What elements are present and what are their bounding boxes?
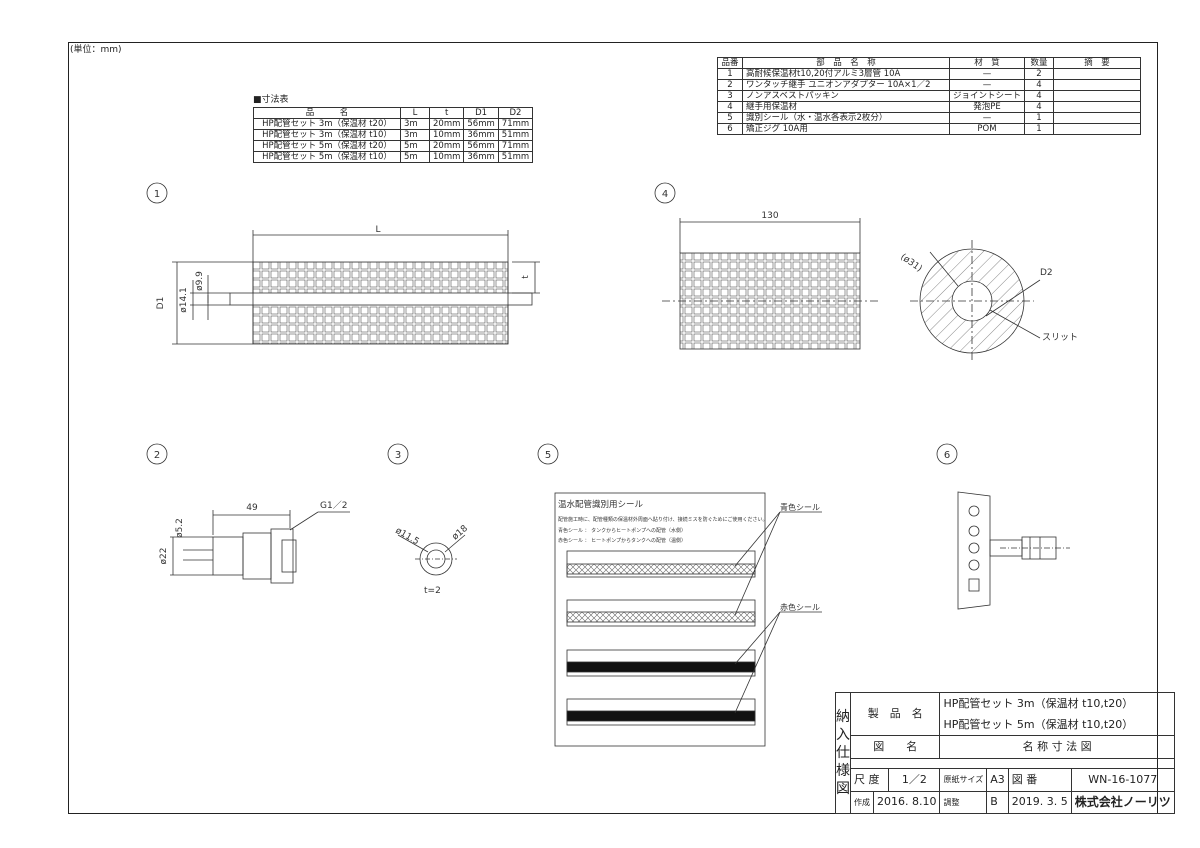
revision-date: 2019. 3. 5 [1007,790,1072,815]
paper-size-value: A3 [986,768,1009,792]
view-1-number: 1 [154,189,160,200]
drawing-name: 名 称 寸 法 図 [939,735,1175,759]
view-5-title: 温水配管識別用シール [558,499,644,510]
view-3-packing [397,534,466,576]
drawing-number: WN-16-1077 [1070,768,1175,792]
created-date: 2016. 8.10 [872,790,941,815]
dim-table-cell: 51mm [497,151,534,163]
view-5-blue-label: 青色シール [780,502,820,512]
drawing-number-label: 図 番 [1007,768,1072,792]
dim-table-cell: HP配管セット 5m（保温材 t10） [253,151,401,163]
created-label: 作成 [850,790,874,815]
view-2-thread-label: G1／2 [320,500,347,511]
view-6-number: 6 [944,450,950,461]
unit-label: (単位：mm) [70,45,122,55]
drawing-frame [68,42,1158,814]
view-4-slit-label: スリット [1042,333,1078,343]
view-1-L-label: L [375,225,380,235]
view-1-d99-label: ø9.9 [195,271,205,291]
view-1-t-label: t [521,275,531,279]
dim-table-cell: 71mm [497,118,534,130]
title-block-side: 納入仕様図 [835,692,851,814]
view-5-red-label: 赤色シール [780,602,820,612]
view-5-note-2: 青色シール ： タンクからヒートポンプへの配管（水側） [558,527,686,534]
view-3-d115-label: ø11.5 [394,526,421,547]
product-name-1: HP配管セット 3m（保温材 t10,t20） [939,692,1175,715]
view-1-d14-label: ø14.1 [179,287,189,313]
view-2-adapter [170,510,350,584]
drawing-name-label: 図 名 [849,735,941,759]
revision-label: 調整 [939,790,988,815]
title-block: 納入仕様図 製 品 名 HP配管セット 3m（保温材 t10,t20） HP配管… [835,691,1175,815]
view-4-length-label: 130 [761,211,778,221]
view-3-t-label: t=2 [424,586,441,596]
view-4-number: 4 [662,189,668,200]
dim-table-title: ■寸法表 [253,95,289,105]
view-4-d31-label: (ø31) [898,252,923,274]
view-6-jig [957,491,1070,610]
product-name-2: HP配管セット 5m（保温材 t10,t20） [939,714,1175,737]
parts-table-cell: 矯正ジグ 10A用 [742,123,950,135]
view-2-number: 2 [154,450,160,461]
company-name: 株式会社ノーリツ [1070,790,1175,815]
view-2-d22-label: ø22 [159,548,169,565]
view-1-D1-label: D1 [156,297,166,310]
view-5-number: 5 [545,450,551,461]
dim-table-cell: 5m [400,151,430,163]
view-2-length-label: 49 [246,503,258,513]
view-1-pipe [172,230,540,345]
scale-value: 1／2 [888,768,941,792]
revision: B [986,790,1009,815]
view-3-number: 3 [395,450,401,461]
parts-table-cell [1053,123,1142,135]
paper-size-label: 原紙サイズ [939,768,988,792]
view-4-insulation [662,218,1041,362]
parts-table-cell: POM [948,123,1026,135]
scale-label: 尺 度 [849,768,890,792]
dim-table-cell: 36mm [463,151,499,163]
view-5-seal-sheet [554,492,822,747]
view-number-circles [146,182,958,465]
view-2-d52-label: ø5.2 [175,518,185,538]
view-4-D2-label: D2 [1040,268,1053,278]
view-5-note-3: 赤色シール ： ヒートポンプからタンクへの配管（温側） [558,537,686,544]
product-label: 製 品 名 [849,691,941,737]
view-5-note-1: 配管施工時に、配管種類の保温材外周面へ貼り付け、接続ミスを防ぐためにご使用くださ… [558,516,768,523]
